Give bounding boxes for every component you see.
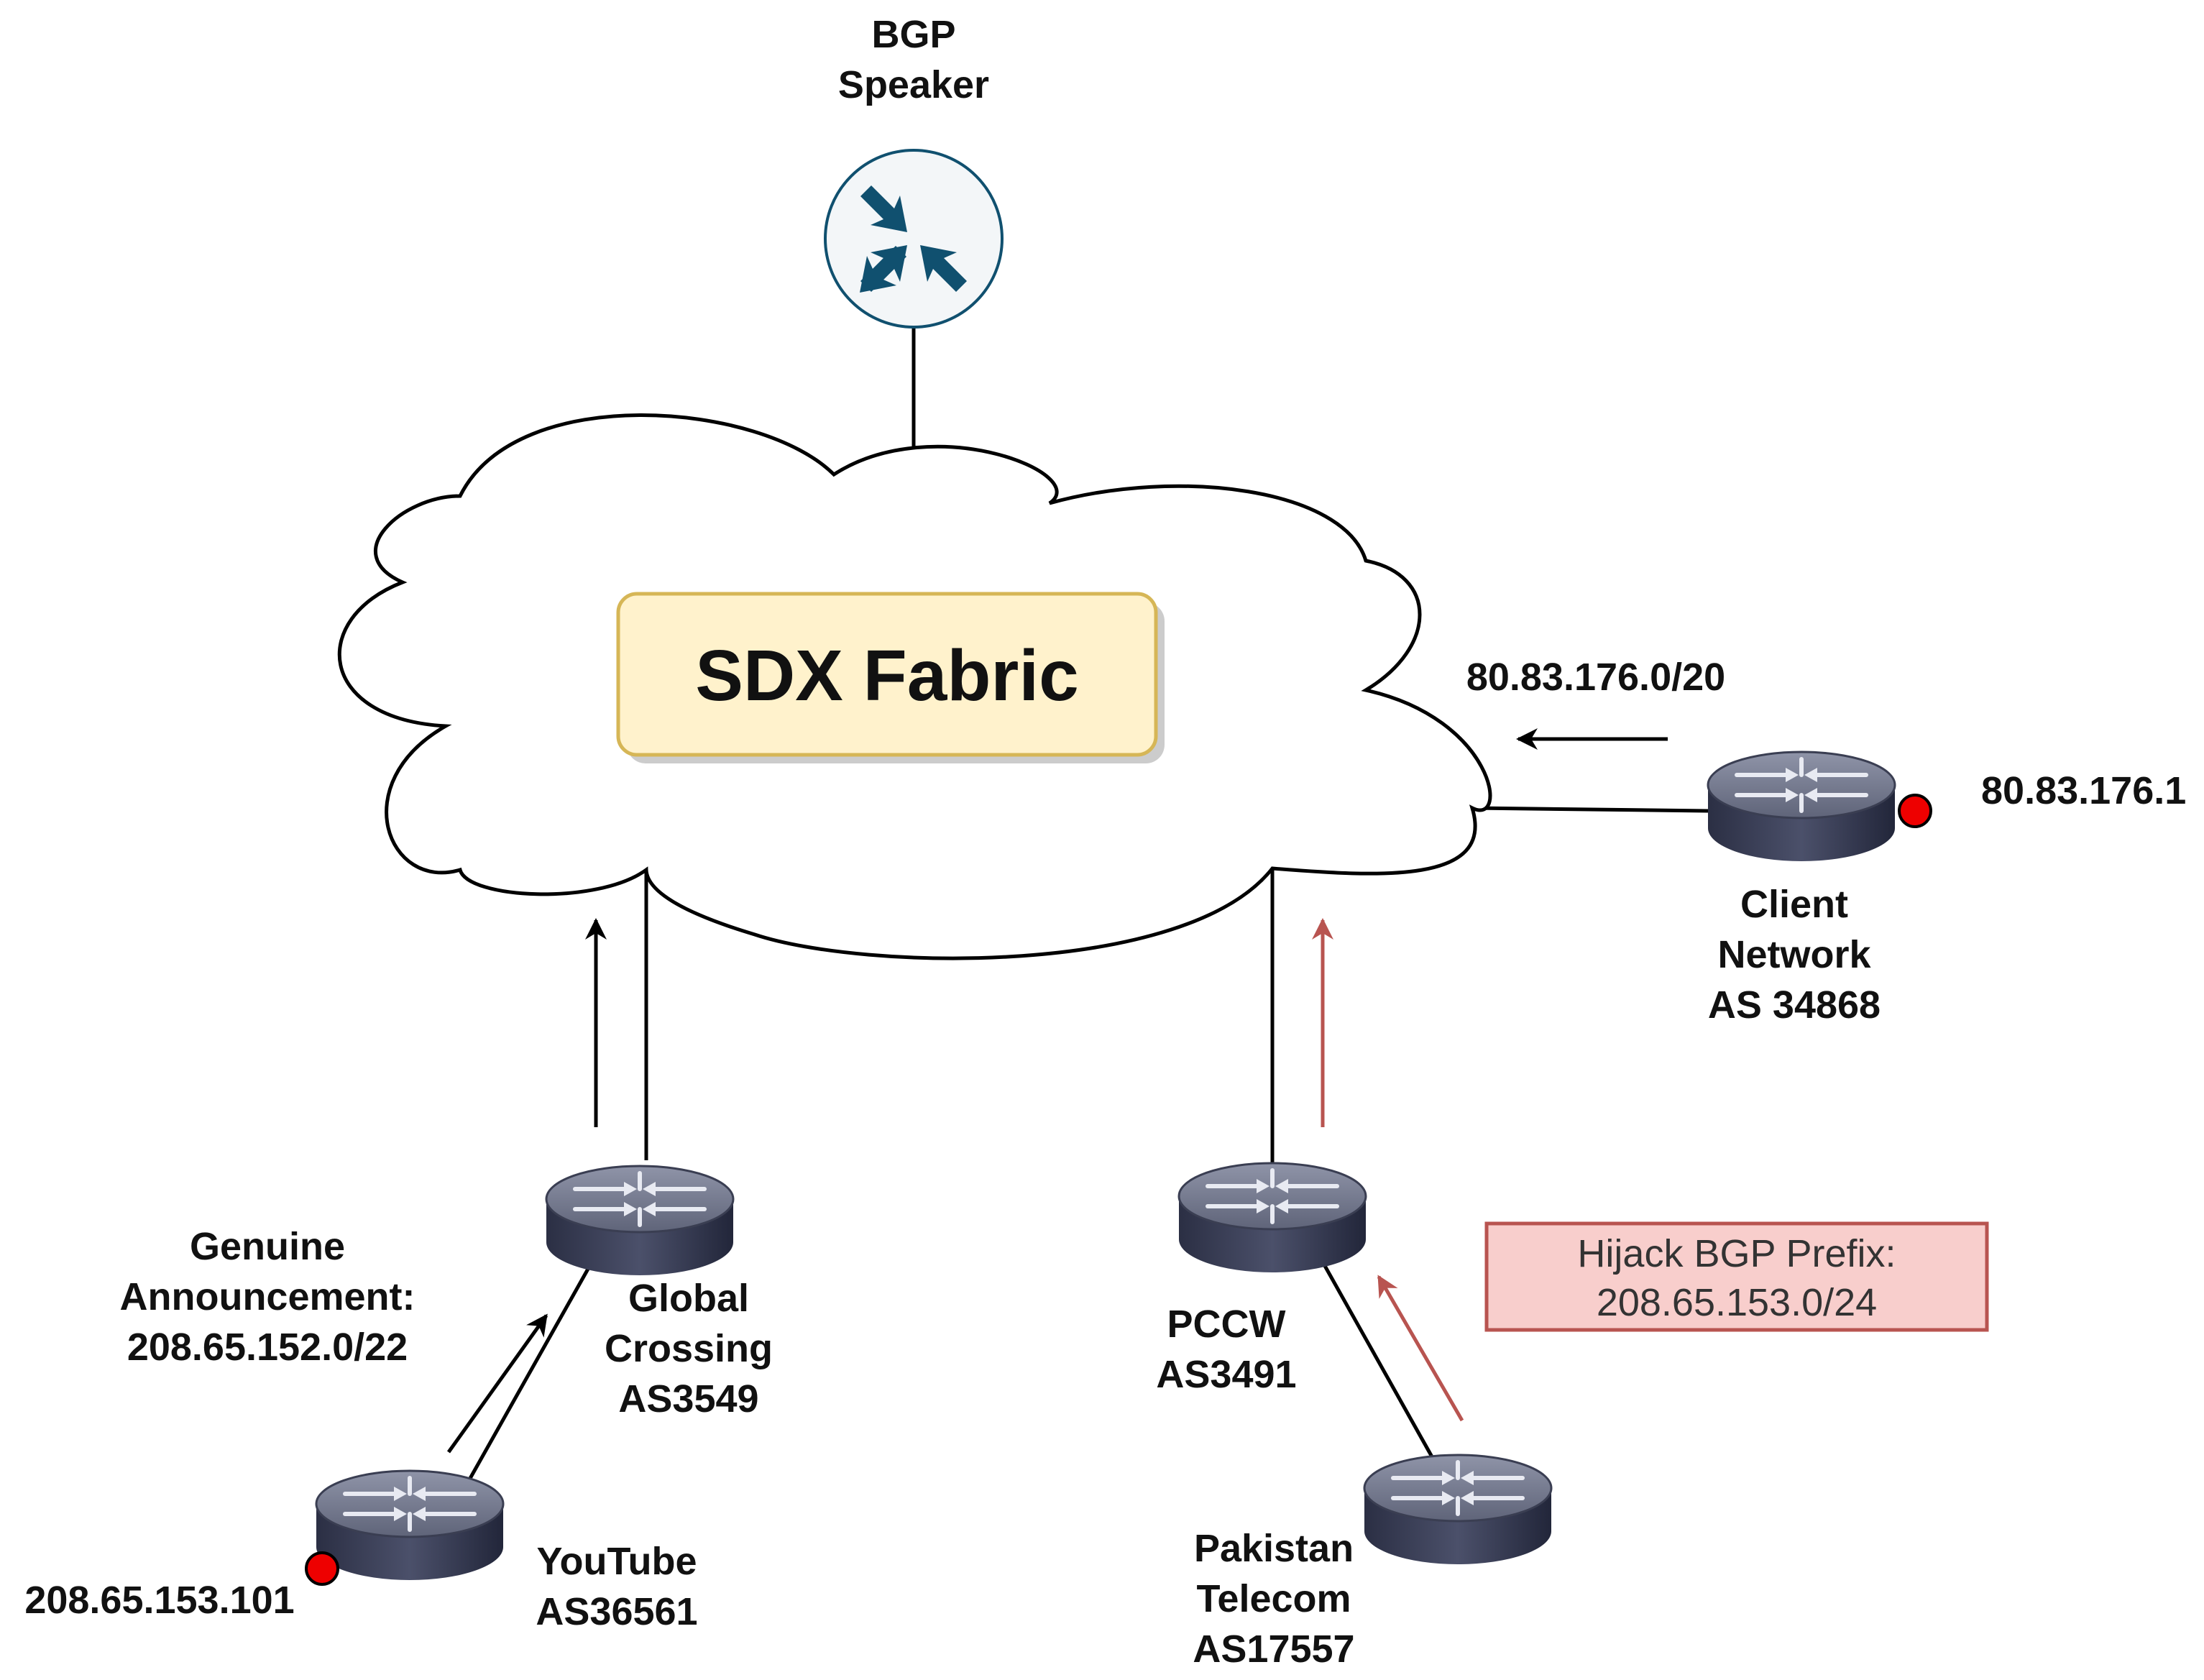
gc-label-2: Crossing (605, 1327, 773, 1370)
client-prefix-label: 80.83.176.0/20 (1466, 656, 1725, 699)
pccw-label-1: PCCW (1167, 1303, 1286, 1346)
pccw-router-icon (1179, 1163, 1366, 1272)
client-router-icon (1708, 752, 1895, 861)
youtube-label-2: AS36561 (536, 1590, 697, 1633)
youtube-label-1: YouTube (537, 1540, 697, 1583)
genuine-label-3: 208.65.152.0/22 (127, 1326, 408, 1369)
client-name-3: AS 34868 (1708, 983, 1881, 1027)
hijack-label-1: Hijack BGP Prefix: (1577, 1232, 1896, 1275)
pakistan-pccw-link (1319, 1258, 1436, 1461)
fabric-box (616, 592, 1158, 757)
client-name-2: Network (1717, 933, 1871, 976)
bgp-speaker-label-2: Speaker (838, 63, 989, 106)
youtube-announce-arrow (446, 1313, 548, 1454)
youtube-router-icon (316, 1471, 503, 1580)
pakistan-label-1: Pakistan (1194, 1527, 1354, 1570)
client-link (1473, 806, 1709, 813)
youtube-ip-dot (305, 1551, 339, 1586)
youtube-ip-label: 208.65.153.101 (24, 1579, 294, 1622)
pakistan-hijack-arrow (1377, 1275, 1464, 1422)
gc-label-3: AS3549 (618, 1377, 758, 1420)
genuine-label-2: Announcement: (120, 1275, 415, 1318)
global-crossing-router-icon (546, 1166, 733, 1275)
hijack-box (1484, 1221, 1989, 1332)
fabric-title: SDX Fabric (695, 635, 1079, 716)
bgp-speaker-label-1: BGP (871, 13, 955, 56)
client-name-1: Client (1740, 883, 1848, 926)
hijack-label-2: 208.65.153.0/24 (1597, 1281, 1877, 1324)
speaker-arrows-icon (860, 185, 967, 293)
bgp-speaker-icon (824, 149, 1004, 329)
pakistan-label-2: Telecom (1196, 1577, 1351, 1620)
client-ip-dot (1898, 794, 1932, 828)
youtube-gc-link (467, 1246, 602, 1482)
pakistan-label-3: AS17557 (1193, 1628, 1354, 1671)
pakistan-router-icon (1364, 1455, 1551, 1564)
client-ip-label: 80.83.176.1 (1981, 769, 2186, 812)
pccw-label-2: AS3491 (1156, 1353, 1296, 1396)
genuine-label-1: Genuine (190, 1225, 345, 1268)
gc-label-1: Global (628, 1277, 749, 1320)
